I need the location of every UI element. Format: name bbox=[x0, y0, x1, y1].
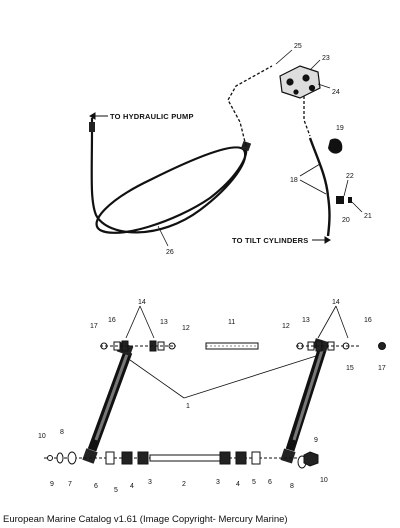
tilt-hose bbox=[308, 137, 331, 237]
callout-10-left: 10 bbox=[38, 433, 46, 440]
callout-leaders-bottom bbox=[125, 305, 349, 399]
hose-fitting-pump-end bbox=[89, 122, 95, 132]
callout-4-left: 4 bbox=[130, 483, 134, 490]
callout-16-left: 16 bbox=[108, 317, 116, 324]
to-tilt-arrow bbox=[312, 236, 331, 244]
callout-11: 11 bbox=[228, 319, 235, 326]
callout-6-right: 6 bbox=[268, 479, 272, 486]
right-tilt-cylinder bbox=[280, 338, 330, 464]
lower-pin-parts bbox=[44, 451, 319, 469]
left-tilt-cylinder bbox=[82, 341, 134, 464]
callout-12-left: 12 bbox=[182, 325, 190, 332]
callout-9-right: 9 bbox=[314, 437, 318, 444]
to-hydraulic-pump-label: TO HYDRAULIC PUMP bbox=[110, 112, 194, 121]
callout-numbers: 25 23 24 19 18 22 20 21 26 14 14 17 16 1… bbox=[38, 43, 386, 494]
callout-23: 23 bbox=[322, 55, 330, 62]
callout-10-right: 10 bbox=[320, 477, 328, 484]
callout-15: 15 bbox=[346, 365, 354, 372]
callout-2: 2 bbox=[182, 481, 186, 488]
to-tilt-cylinders-label: TO TILT CYLINDERS bbox=[232, 236, 308, 245]
callout-22: 22 bbox=[346, 173, 354, 180]
callout-24: 24 bbox=[332, 89, 340, 96]
callout-16-right: 16 bbox=[364, 317, 372, 324]
callout-21: 21 bbox=[364, 213, 372, 220]
callout-8-left: 8 bbox=[60, 429, 64, 436]
callout-6-left: 6 bbox=[94, 483, 98, 490]
image-caption: European Marine Catalog v1.61 (Image Cop… bbox=[3, 514, 288, 525]
callout-14-left: 14 bbox=[138, 299, 146, 306]
hydraulic-hose-coil bbox=[90, 118, 248, 234]
callout-13-left: 13 bbox=[160, 319, 168, 326]
callout-14-right: 14 bbox=[332, 299, 340, 306]
callout-5-right: 5 bbox=[252, 479, 256, 486]
callout-13-right: 13 bbox=[302, 317, 310, 324]
callout-7: 7 bbox=[68, 481, 72, 488]
callout-9-left: 9 bbox=[50, 481, 54, 488]
callout-1: 1 bbox=[186, 403, 190, 410]
callout-leaders-top bbox=[157, 49, 363, 247]
callout-17-left: 17 bbox=[90, 323, 98, 330]
callout-26: 26 bbox=[166, 249, 174, 256]
callout-4-right: 4 bbox=[236, 481, 240, 488]
valve-block bbox=[279, 65, 321, 99]
upper-pin-parts-left bbox=[100, 340, 176, 352]
callout-5-left: 5 bbox=[114, 487, 118, 494]
callout-8-right: 8 bbox=[290, 483, 294, 490]
callout-20: 20 bbox=[342, 217, 350, 224]
to-pump-arrow bbox=[89, 112, 108, 120]
callout-18: 18 bbox=[290, 177, 298, 184]
part-20-fitting bbox=[336, 196, 352, 204]
callout-3-right: 3 bbox=[216, 479, 220, 486]
callout-17-right: 17 bbox=[378, 365, 386, 372]
callout-25: 25 bbox=[294, 43, 302, 50]
upper-pin-parts-right bbox=[296, 340, 386, 352]
upper-pin-11 bbox=[205, 342, 259, 350]
callout-19: 19 bbox=[336, 125, 344, 132]
callout-3-left: 3 bbox=[148, 479, 152, 486]
callout-12-right: 12 bbox=[282, 323, 290, 330]
part-19-cap bbox=[328, 138, 343, 154]
